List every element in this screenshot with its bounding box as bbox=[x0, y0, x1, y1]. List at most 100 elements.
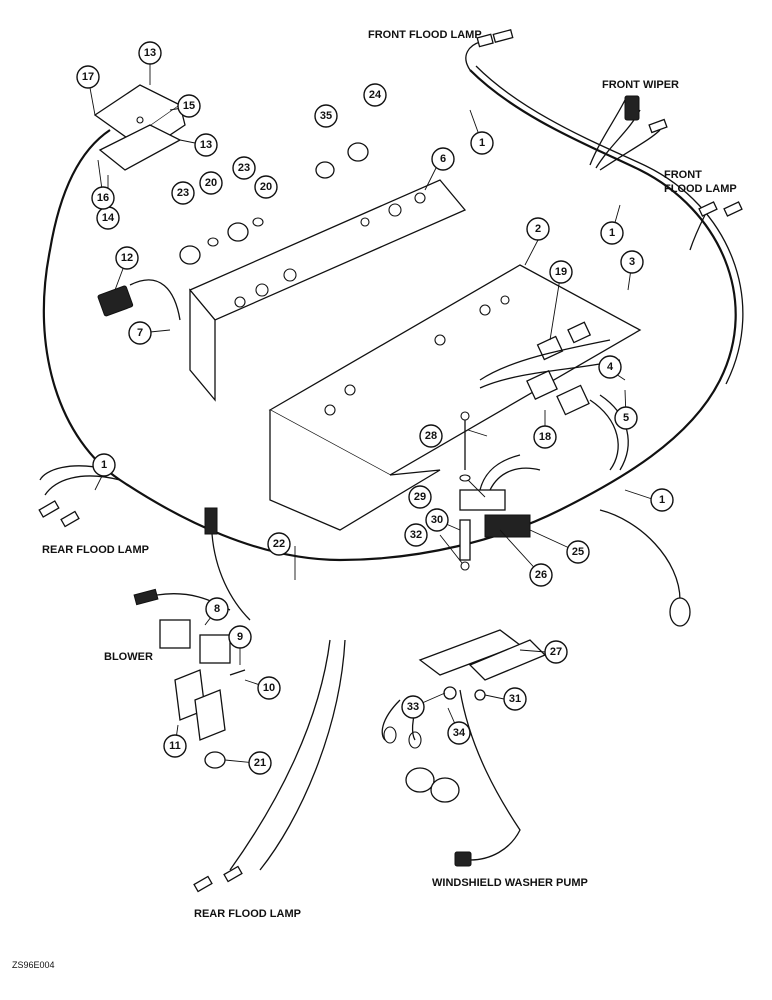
callout-20a: 20 bbox=[199, 171, 223, 195]
front-flood-lamp-right-connector bbox=[689, 201, 743, 251]
svg-text:28: 28 bbox=[425, 430, 437, 442]
label-blower: BLOWER bbox=[104, 651, 153, 663]
svg-text:13: 13 bbox=[144, 47, 156, 59]
grommet-21 bbox=[204, 751, 226, 769]
svg-text:31: 31 bbox=[509, 693, 521, 705]
label-rear-flood-lamp-left: REAR FLOOD LAMP bbox=[42, 544, 149, 556]
svg-text:7: 7 bbox=[137, 327, 143, 339]
svg-text:15: 15 bbox=[183, 100, 195, 112]
svg-text:20: 20 bbox=[260, 181, 272, 193]
svg-text:22: 22 bbox=[273, 538, 285, 550]
bracket-27 bbox=[418, 629, 547, 681]
callout-1d: 1 bbox=[650, 488, 674, 512]
callout-20b: 20 bbox=[254, 175, 278, 199]
callout-8: 8 bbox=[205, 597, 229, 621]
label-rear-flood-lamp-bottom: REAR FLOOD LAMP bbox=[194, 908, 301, 920]
washer-20b bbox=[252, 217, 264, 227]
svg-text:1: 1 bbox=[659, 494, 665, 506]
callout-21: 21 bbox=[248, 751, 272, 775]
panel-6 bbox=[188, 179, 467, 402]
svg-text:11: 11 bbox=[169, 740, 181, 752]
callout-23a: 23 bbox=[171, 181, 195, 205]
svg-text:1: 1 bbox=[479, 137, 485, 149]
fuse-block-25 bbox=[459, 454, 541, 538]
svg-text:18: 18 bbox=[539, 431, 551, 443]
callout-1b: 1 bbox=[600, 221, 624, 245]
main-harness-loop bbox=[42, 69, 737, 562]
callout-7: 7 bbox=[128, 321, 152, 345]
svg-text:6: 6 bbox=[440, 153, 446, 165]
svg-text:2: 2 bbox=[535, 223, 541, 235]
callout-1c: 1 bbox=[92, 453, 116, 477]
svg-text:33: 33 bbox=[407, 701, 419, 713]
relay-socket bbox=[174, 669, 246, 741]
label-front-flood-lamp-right-2: FLOOD LAMP bbox=[664, 183, 737, 195]
nut-31 bbox=[474, 689, 486, 701]
rear-flood-lamp-bottom-harness bbox=[193, 639, 346, 893]
svg-text:4: 4 bbox=[607, 361, 614, 373]
svg-text:25: 25 bbox=[572, 546, 584, 558]
callout-31: 31 bbox=[503, 687, 527, 711]
callout-12: 12 bbox=[115, 246, 139, 270]
svg-text:13: 13 bbox=[200, 139, 212, 151]
nut-33 bbox=[443, 686, 457, 700]
callout-35: 35 bbox=[314, 104, 338, 128]
callout-6: 6 bbox=[431, 147, 455, 171]
callout-14: 14 bbox=[96, 206, 120, 230]
callout-23b: 23 bbox=[232, 156, 256, 180]
front-flood-lamp-top-connector bbox=[465, 29, 514, 71]
screw-28 bbox=[459, 411, 471, 571]
svg-text:14: 14 bbox=[102, 212, 115, 224]
grommet-35 bbox=[315, 161, 335, 179]
callout-17: 17 bbox=[76, 65, 100, 89]
callout-13a: 13 bbox=[138, 41, 162, 65]
front-wiper-connector bbox=[589, 95, 668, 171]
callout-13b: 13 bbox=[194, 133, 218, 157]
svg-text:29: 29 bbox=[414, 491, 426, 503]
svg-text:20: 20 bbox=[205, 177, 217, 189]
callout-9: 9 bbox=[228, 625, 252, 649]
callout-18: 18 bbox=[533, 425, 557, 449]
rear-flood-lamp-left-connector bbox=[38, 465, 121, 528]
svg-text:23: 23 bbox=[177, 187, 189, 199]
callout-10: 10 bbox=[257, 676, 281, 700]
callout-19: 19 bbox=[549, 260, 573, 284]
callout-25: 25 bbox=[566, 540, 590, 564]
svg-text:35: 35 bbox=[320, 110, 332, 122]
dome-light-13 bbox=[93, 84, 186, 171]
callout-27: 27 bbox=[544, 640, 568, 664]
svg-text:17: 17 bbox=[82, 71, 94, 83]
label-windshield-washer-pump: WINDSHIELD WASHER PUMP bbox=[432, 877, 588, 889]
callout-3: 3 bbox=[620, 250, 644, 274]
svg-text:1: 1 bbox=[101, 459, 107, 471]
callout-16: 16 bbox=[91, 186, 115, 210]
callout-22: 22 bbox=[267, 532, 291, 556]
callout-33: 33 bbox=[401, 695, 425, 719]
callout-5: 5 bbox=[614, 406, 638, 430]
grommet-23b bbox=[227, 222, 249, 242]
svg-text:1: 1 bbox=[609, 227, 615, 239]
svg-text:23: 23 bbox=[238, 162, 250, 174]
callout-2: 2 bbox=[526, 217, 550, 241]
grommet-24 bbox=[347, 142, 369, 162]
svg-text:19: 19 bbox=[555, 266, 567, 278]
svg-text:27: 27 bbox=[550, 646, 562, 658]
callout-11: 11 bbox=[163, 734, 187, 758]
figure-code: ZS96E004 bbox=[12, 960, 55, 970]
label-front-flood-lamp-top: FRONT FLOOD LAMP bbox=[368, 29, 482, 41]
svg-text:24: 24 bbox=[369, 89, 382, 101]
callout-32: 32 bbox=[404, 523, 428, 547]
svg-text:12: 12 bbox=[121, 252, 133, 264]
callout-28: 28 bbox=[419, 424, 443, 448]
label-front-flood-lamp-right-1: FRONT bbox=[664, 169, 702, 181]
grommet-23a bbox=[179, 245, 201, 265]
connector-19 bbox=[536, 321, 592, 361]
callout-29: 29 bbox=[408, 485, 432, 509]
svg-text:8: 8 bbox=[214, 603, 220, 615]
svg-text:9: 9 bbox=[237, 631, 243, 643]
right-harness bbox=[599, 509, 691, 627]
lamp-sockets bbox=[381, 699, 460, 803]
washer-20a bbox=[207, 237, 219, 247]
